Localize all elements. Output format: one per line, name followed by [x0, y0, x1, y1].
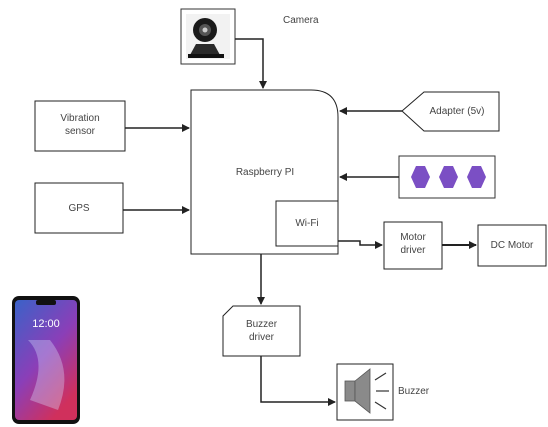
wifi-label: Wi-Fi	[295, 218, 319, 229]
dc-motor-label: DC Motor	[490, 240, 534, 251]
buzzer-driver-label: Buzzer driver	[223, 318, 300, 344]
smartphone-icon	[6, 292, 86, 427]
buzzer-driver-label-line1: Buzzer	[245, 319, 278, 330]
motor-driver-label: Motor driver	[384, 231, 442, 257]
motor-driver-label-line2: driver	[400, 245, 426, 256]
edge-wifi-motordriver	[338, 240, 383, 249]
dc-motor-block	[477, 224, 547, 267]
speaker-icon	[336, 363, 394, 421]
motor-driver-block	[383, 221, 443, 270]
phone-time: 12:00	[32, 318, 60, 330]
camera-label: Camera	[283, 15, 319, 26]
gps-label: GPS	[68, 203, 90, 214]
vibration-sensor-label-line2: sensor	[64, 126, 95, 137]
webcam-icon	[180, 8, 236, 65]
wifi-block	[275, 200, 339, 247]
vibration-sensor-block	[34, 100, 126, 152]
vibration-sensor-label: Vibration sensor	[35, 112, 125, 138]
motor-driver-label-line1: Motor	[400, 232, 426, 243]
battery-cells-icon	[398, 155, 496, 199]
adapter-block	[401, 91, 500, 132]
buzzer-driver-label-line2: driver	[248, 332, 274, 343]
vibration-sensor-label-line1: Vibration	[60, 113, 100, 124]
adapter-label: Adapter (5v)	[429, 106, 485, 117]
edge-camera-rpi	[235, 38, 267, 89]
raspberry-pi-label: Raspberry PI	[235, 167, 295, 178]
buzzer-label: Buzzer	[398, 386, 430, 397]
edge-buzzerdriver-buzzer	[260, 356, 336, 406]
gps-block	[34, 182, 124, 234]
